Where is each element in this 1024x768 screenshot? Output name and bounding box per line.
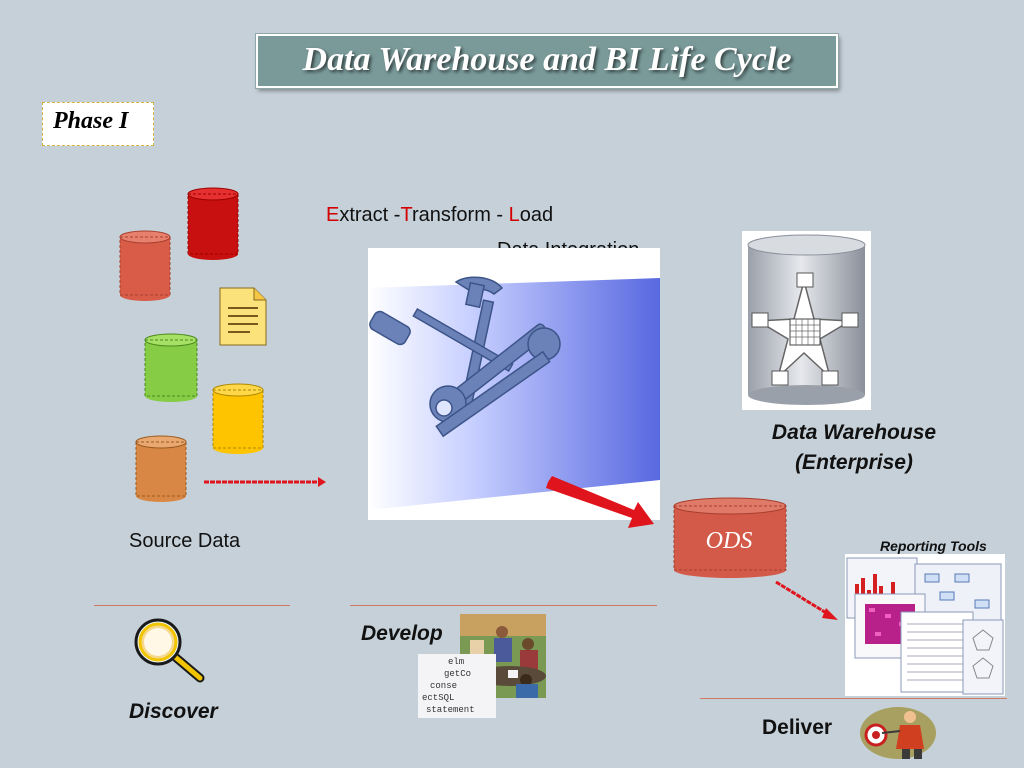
svg-text:conse: conse (430, 681, 457, 691)
ods-database (673, 497, 787, 578)
data-warehouse-label: Data Warehouse (Enterprise) (740, 418, 968, 478)
data-warehouse-line1: Data Warehouse (771, 421, 937, 444)
stage-develop: Develop (361, 622, 443, 645)
target-icon (858, 703, 940, 761)
flow-arrow (546, 476, 654, 528)
data-warehouse-line2: (Enterprise) (795, 451, 913, 474)
svg-text:statement: statement (426, 705, 475, 715)
database-icon (144, 333, 198, 402)
source-data-label: Source Data (129, 530, 241, 552)
etl-label: Extract -Transform - Load (326, 204, 554, 226)
magnifier-icon (134, 618, 205, 683)
database-icon (212, 383, 264, 454)
star-schema-icon (747, 234, 866, 405)
reporting-tools-label: Reporting Tools (880, 538, 987, 554)
title-banner (256, 34, 838, 88)
flow-arrow (775, 580, 838, 620)
data-warehouse-panel (742, 231, 871, 410)
stage-divider (94, 605, 290, 606)
source-data-group (119, 187, 267, 502)
reporting-tools-panel (845, 554, 1005, 696)
svg-text:elm: elm (448, 657, 464, 667)
database-icon (187, 187, 239, 260)
svg-text:getCo: getCo (444, 669, 471, 679)
stage-discover: Discover (129, 700, 218, 723)
stage-divider (700, 698, 1007, 699)
stage-divider (350, 605, 657, 606)
ods-label: ODS (705, 528, 753, 554)
meeting-icon: elm getCo conse ectSQL statement (418, 614, 546, 718)
flow-arrow (204, 477, 326, 487)
stage-deliver: Deliver (762, 716, 833, 739)
database-icon (119, 230, 171, 301)
etl-panel (368, 248, 660, 520)
document-icon (219, 287, 267, 346)
phase-label: Phase I (53, 108, 129, 134)
report-icon (846, 557, 1004, 695)
tools-icon (368, 276, 660, 510)
svg-text:ectSQL: ectSQL (422, 693, 454, 703)
phase-box (42, 102, 154, 146)
page-title: Data Warehouse and BI Life Cycle (302, 41, 792, 78)
database-icon (135, 435, 187, 502)
